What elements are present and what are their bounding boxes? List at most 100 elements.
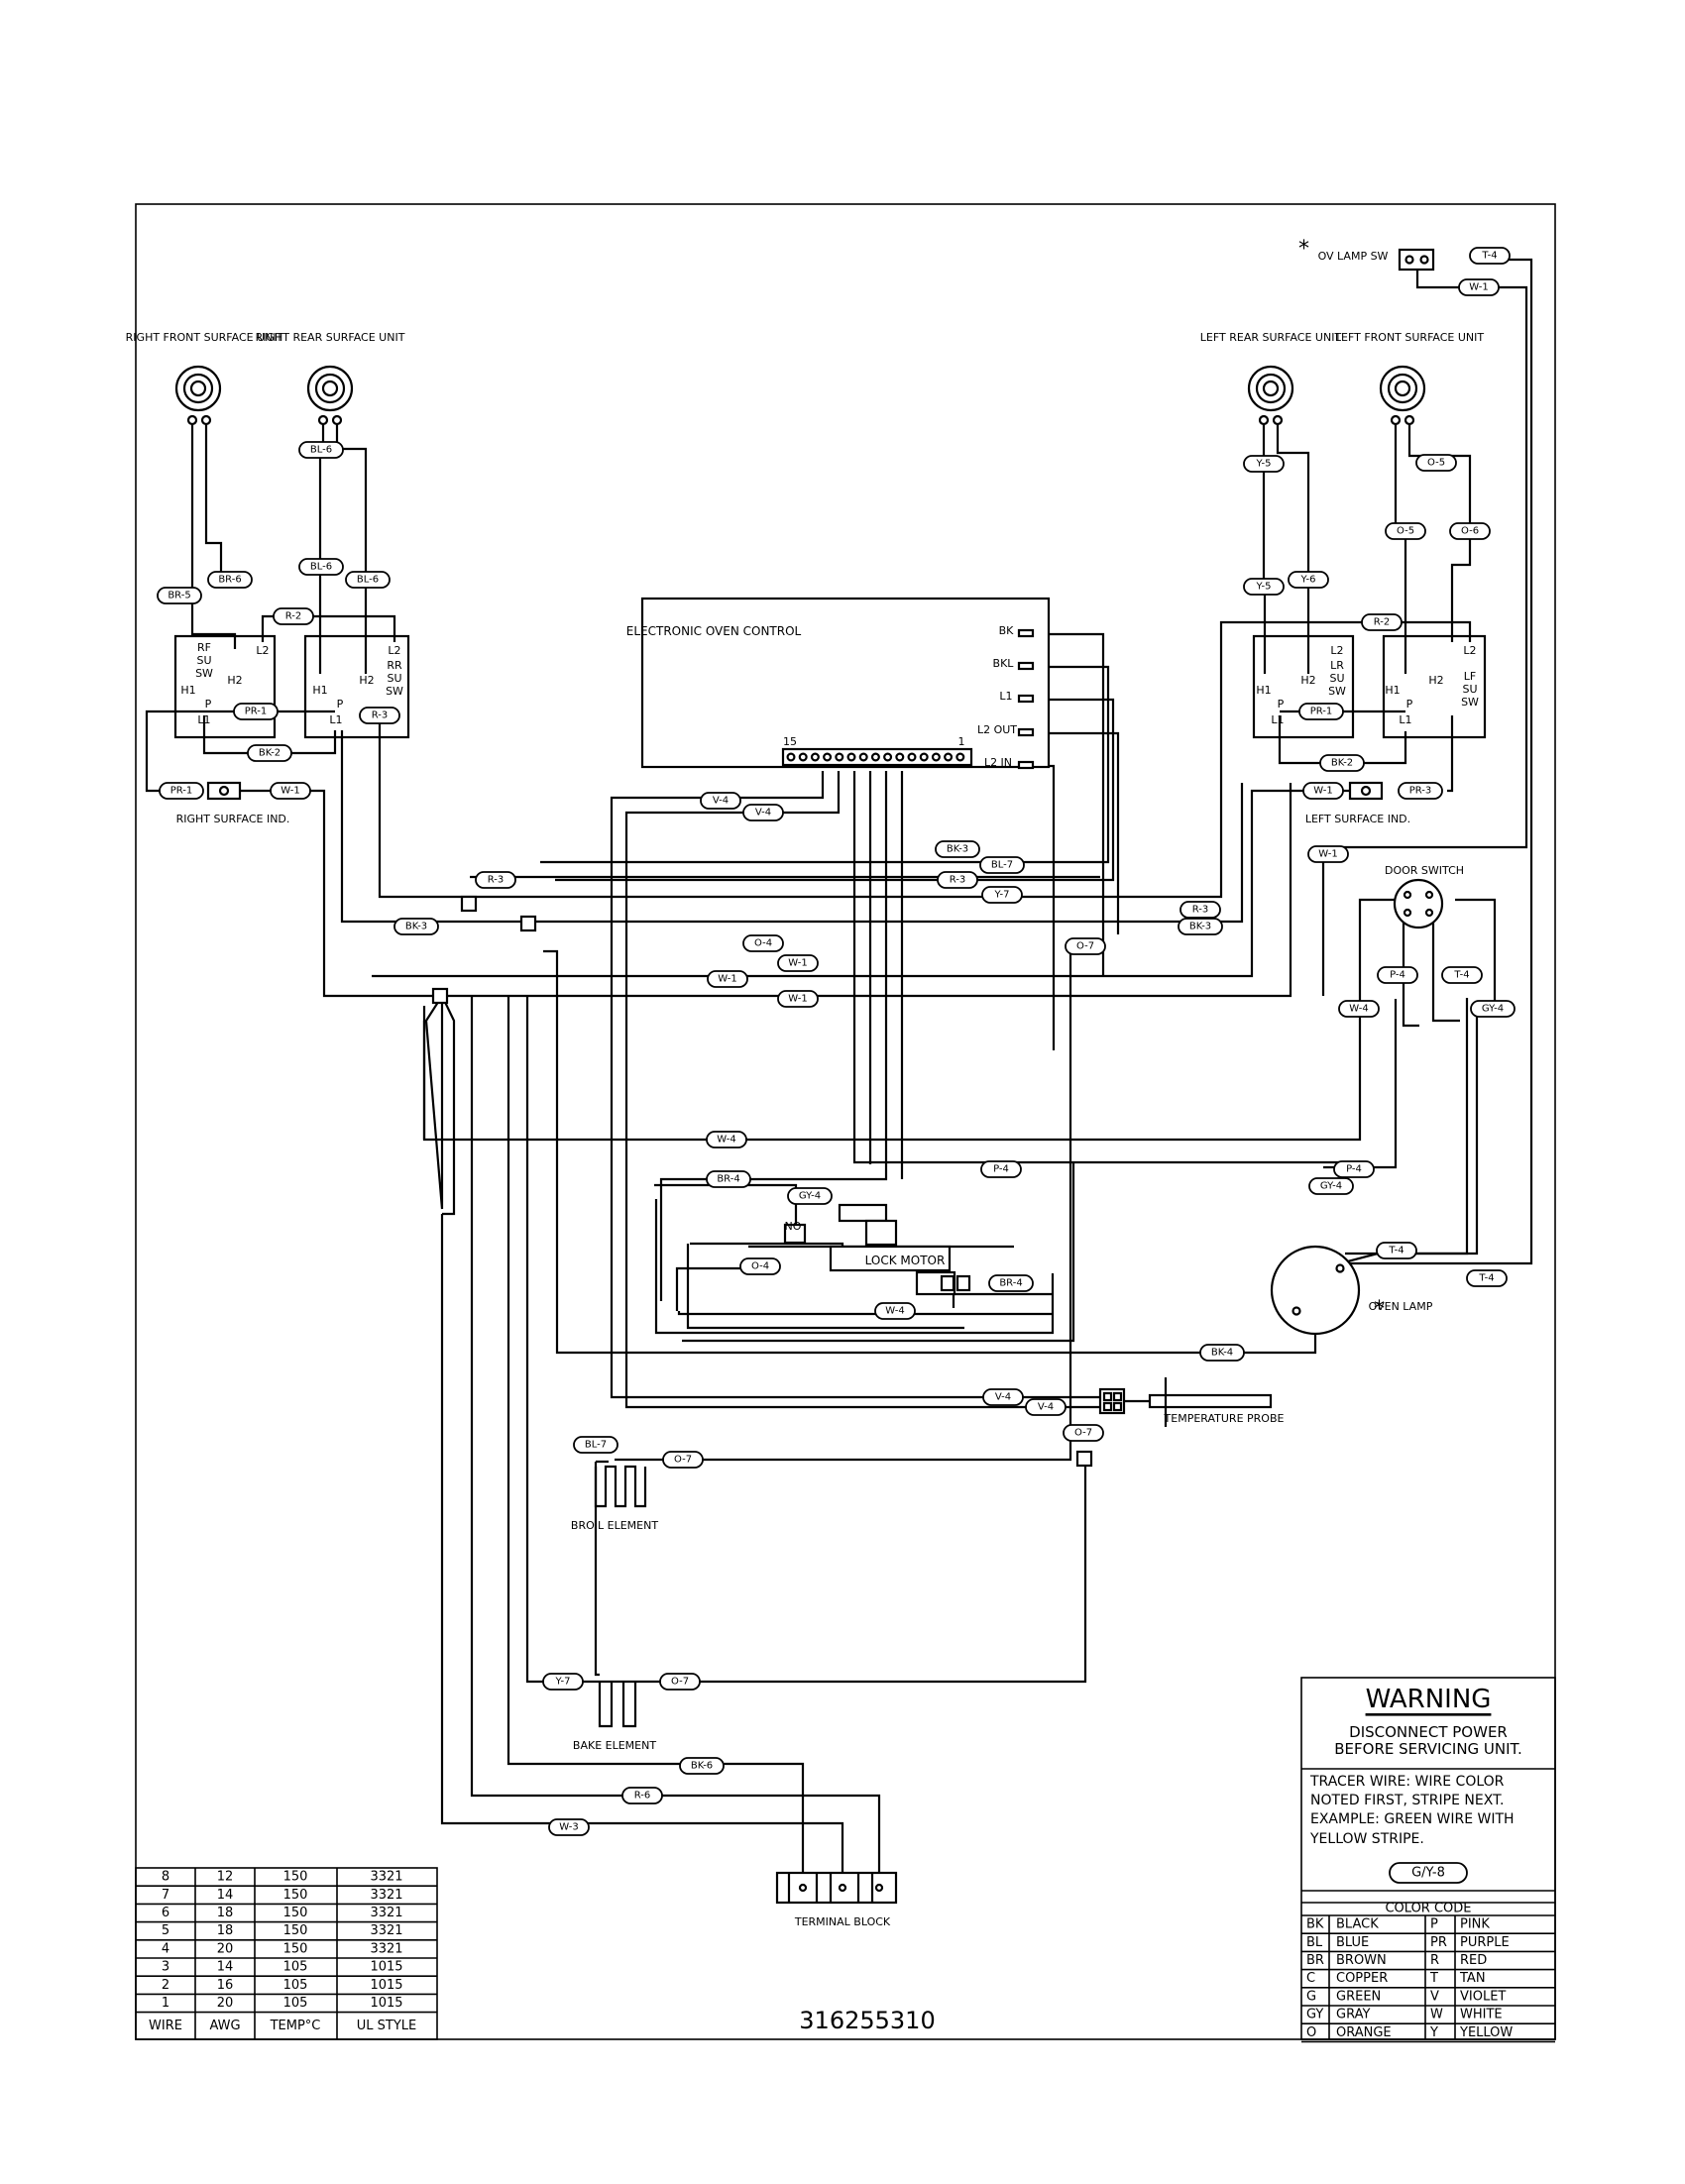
- wire-tag-bk2: BK-2: [1319, 754, 1365, 772]
- svg-text:W: W: [1430, 2008, 1443, 2022]
- svg-text:6: 6: [162, 1906, 169, 1920]
- svg-text:1015: 1015: [370, 1996, 402, 2011]
- svg-text:T-4: T-4: [1388, 1246, 1404, 1256]
- wire-tag-bl7: BL-7: [573, 1436, 618, 1454]
- svg-text:L2 IN: L2 IN: [984, 756, 1012, 769]
- svg-text:R: R: [1430, 1953, 1439, 1968]
- wire-tag-w3: W-3: [548, 1818, 590, 1836]
- wire-tag-gy4: GY-4: [787, 1187, 833, 1205]
- svg-text:VIOLET: VIOLET: [1460, 1989, 1506, 2004]
- svg-text:DOOR SWITCH: DOOR SWITCH: [1385, 864, 1464, 877]
- left-front-surface-unit: LEFT FRONT SURFACE UNIT: [1335, 331, 1484, 426]
- svg-text:3321: 3321: [370, 1906, 402, 1920]
- svg-text:R-6: R-6: [634, 1791, 651, 1802]
- svg-text:T-4: T-4: [1481, 251, 1497, 262]
- svg-text:L1: L1: [329, 713, 342, 726]
- wire-tag-r3: R-3: [1180, 901, 1221, 919]
- wire-tag-o7: O-7: [659, 1673, 701, 1691]
- svg-text:O-5: O-5: [1427, 458, 1445, 469]
- svg-text:SU: SU: [196, 654, 211, 667]
- svg-text:W-1: W-1: [718, 974, 736, 985]
- eoc-pin: [944, 752, 954, 762]
- svg-text:BK-3: BK-3: [405, 922, 427, 932]
- svg-text:R-2: R-2: [285, 611, 302, 622]
- svg-text:PR-1: PR-1: [245, 707, 268, 717]
- svg-text:RF: RF: [197, 641, 211, 654]
- svg-text:O: O: [1306, 2025, 1316, 2040]
- wire-tag-v4: V-4: [742, 804, 784, 821]
- svg-text:L2 OUT: L2 OUT: [977, 723, 1017, 736]
- svg-text:WHITE: WHITE: [1460, 2008, 1503, 2022]
- wiring-lines: [145, 258, 1533, 1898]
- svg-text:8: 8: [162, 1870, 169, 1885]
- svg-text:WIRE: WIRE: [149, 2019, 182, 2033]
- wire-tag-y6: Y-6: [1288, 571, 1329, 589]
- svg-text:GREEN: GREEN: [1336, 1989, 1381, 2004]
- wire-tag-w1: W-1: [1307, 845, 1349, 863]
- color-code-title: COLOR CODE: [1385, 1902, 1471, 1916]
- svg-text:H2: H2: [359, 674, 374, 687]
- wire-tag-bk6: BK-6: [679, 1757, 725, 1775]
- svg-text:W-1: W-1: [788, 958, 807, 969]
- svg-text:C: C: [1306, 1971, 1315, 1986]
- wire-tag-o4: O-4: [742, 934, 784, 952]
- svg-text:W-1: W-1: [281, 786, 299, 797]
- left-surface-indicator: LEFT SURFACE IND.: [1305, 781, 1410, 825]
- eoc-pin: [870, 752, 880, 762]
- svg-text:OVEN LAMP: OVEN LAMP: [1369, 1300, 1433, 1313]
- wire-tag-r3: R-3: [359, 707, 400, 724]
- svg-text:R-3: R-3: [372, 710, 389, 721]
- svg-text:BK-2: BK-2: [259, 748, 281, 759]
- eoc-pin: [907, 752, 917, 762]
- svg-text:H2: H2: [1300, 674, 1315, 687]
- rr-surface-switch: L2 RR SU SW H2 H1 P L1: [303, 634, 410, 739]
- svg-text:RED: RED: [1460, 1953, 1487, 1968]
- svg-text:Y-5: Y-5: [1256, 459, 1272, 470]
- svg-text:L2: L2: [1463, 644, 1476, 657]
- svg-text:BK: BK: [999, 624, 1015, 637]
- svg-text:12: 12: [217, 1870, 234, 1885]
- tracer-note-3: EXAMPLE: GREEN WIRE WITH: [1310, 1811, 1515, 1827]
- svg-text:H2: H2: [1428, 674, 1443, 687]
- svg-text:16: 16: [217, 1978, 234, 1993]
- tracer-note-4: YELLOW STRIPE.: [1309, 1831, 1424, 1847]
- svg-text:LEFT REAR SURFACE UNIT: LEFT REAR SURFACE UNIT: [1200, 331, 1342, 344]
- tracer-note-1: TRACER WIRE: WIRE COLOR: [1309, 1774, 1505, 1790]
- wire-tag-r3: R-3: [937, 871, 978, 889]
- wire-tag-w4: W-4: [1338, 1000, 1380, 1018]
- tracer-example-tag: G/Y-8: [1411, 1866, 1445, 1881]
- svg-text:H2: H2: [227, 674, 242, 687]
- wire-tag-y7: Y-7: [981, 886, 1023, 904]
- right-surface-indicator: RIGHT SURFACE IND.: [176, 781, 289, 825]
- wire-tag-p4: P-4: [1377, 966, 1418, 984]
- bake-element: BAKE ELEMENT: [573, 1682, 656, 1752]
- svg-text:Y-6: Y-6: [1300, 575, 1316, 586]
- wire-tag-w1: W-1: [777, 954, 819, 972]
- wire-tag-r2: R-2: [273, 607, 314, 625]
- wire-tag-w1: W-1: [777, 990, 819, 1008]
- wire-tag-br4: BR-4: [988, 1274, 1034, 1292]
- wire-tag-bk3: BK-3: [935, 840, 980, 858]
- svg-text:150: 150: [283, 1923, 308, 1938]
- svg-text:V-4: V-4: [1038, 1402, 1054, 1413]
- tracer-note-2: NOTED FIRST, STRIPE NEXT.: [1310, 1793, 1504, 1808]
- svg-text:LEFT SURFACE IND.: LEFT SURFACE IND.: [1305, 813, 1410, 825]
- wire-tag-br5: BR-5: [157, 587, 202, 604]
- svg-text:BL-6: BL-6: [310, 562, 332, 573]
- svg-text:14: 14: [217, 1888, 234, 1903]
- wire-tag-r2: R-2: [1361, 613, 1403, 631]
- svg-text:BK-3: BK-3: [1189, 922, 1211, 932]
- svg-text:150: 150: [283, 1870, 308, 1885]
- svg-text:P: P: [337, 698, 344, 710]
- eoc-pin: [931, 752, 941, 762]
- svg-text:V: V: [1430, 1989, 1439, 2004]
- svg-text:PR-1: PR-1: [1310, 707, 1333, 717]
- wire-tag-bk3: BK-3: [393, 918, 439, 935]
- svg-text:NO: NO: [785, 1220, 802, 1233]
